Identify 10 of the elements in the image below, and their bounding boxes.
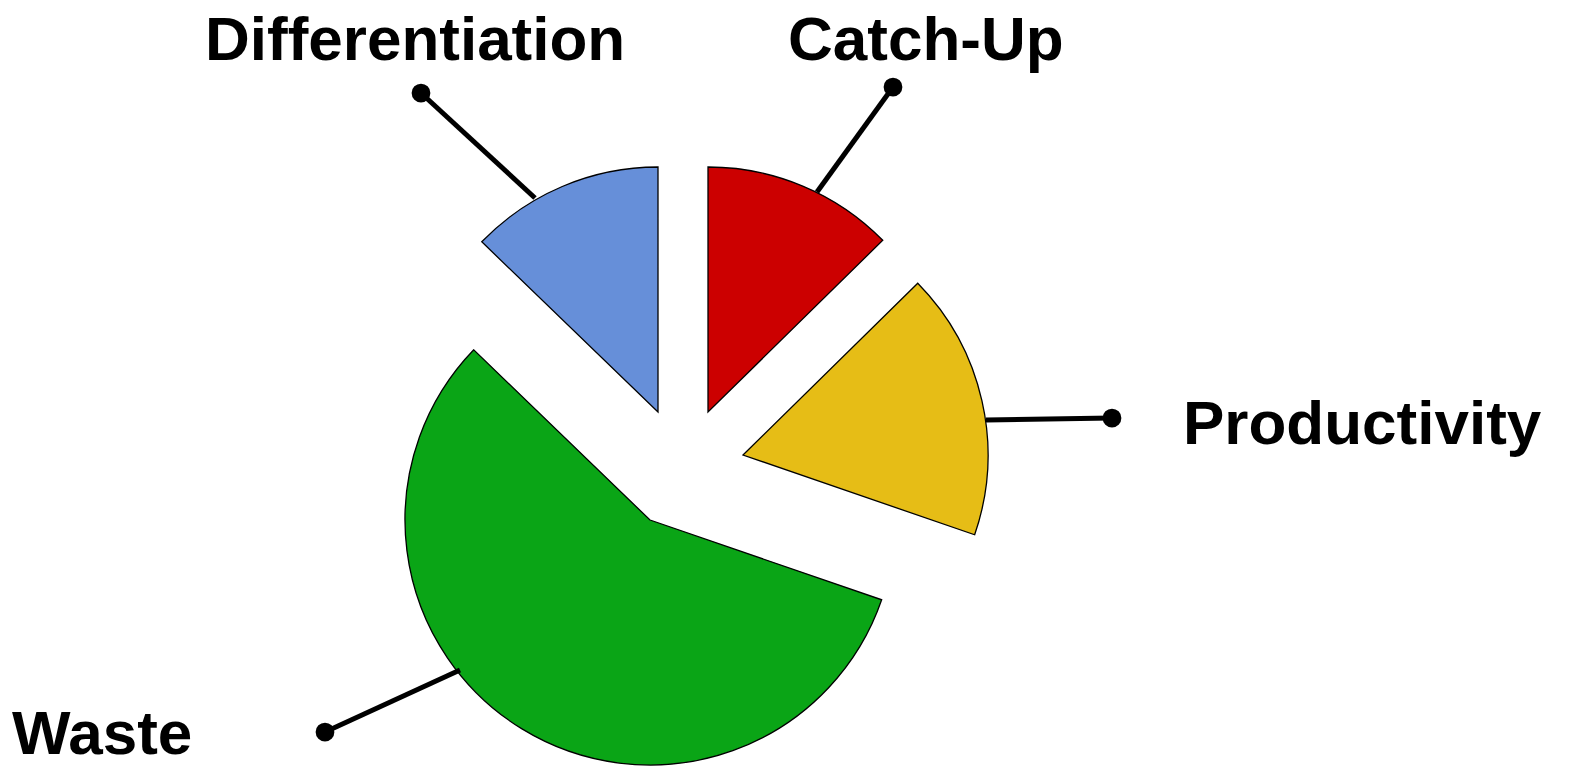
leader-line	[315, 667, 462, 742]
leader-line	[985, 408, 1122, 428]
pie-slice	[742, 282, 989, 536]
slice-label: Waste	[12, 702, 193, 764]
leader-line	[411, 83, 537, 200]
pie-slice	[404, 349, 883, 766]
pie-slice	[481, 166, 659, 413]
pie-slice	[707, 166, 884, 413]
leader-line	[814, 77, 903, 194]
slice-label: Differentiation	[205, 8, 626, 70]
